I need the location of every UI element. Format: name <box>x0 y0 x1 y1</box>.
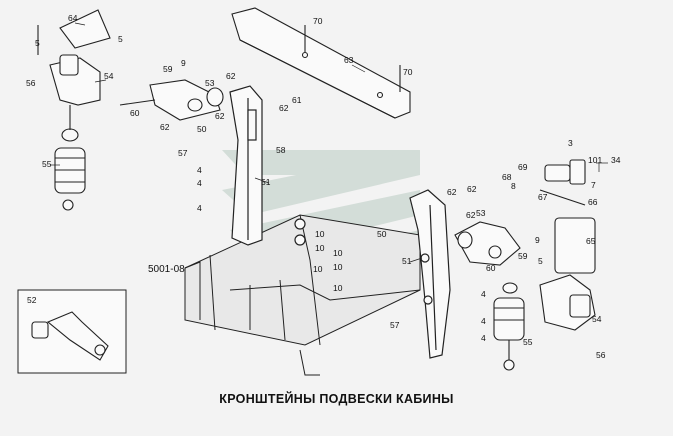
callout-labels: 64 5 5 56 54 55 59 9 53 62 60 62 61 62 5… <box>26 13 621 360</box>
inset-label: 52 <box>27 295 37 305</box>
callout-label: 60 <box>486 263 496 273</box>
cab-frame <box>184 214 421 376</box>
callout-label: 3 <box>568 138 573 148</box>
right-pillar <box>409 189 451 359</box>
diagram-caption: КРОНШТЕЙНЫ ПОДВЕСКИ КАБИНЫ <box>219 392 454 406</box>
callout-label: 57 <box>178 148 188 158</box>
callout-label: 4 <box>481 316 486 326</box>
callout-label: 69 <box>518 162 528 172</box>
callout-label: 10 <box>315 229 325 239</box>
left-upper-bracket <box>37 9 111 106</box>
right-arm-bracket <box>454 221 521 266</box>
callout-label: 65 <box>586 236 596 246</box>
callout-label: 58 <box>276 145 286 155</box>
left-pillar <box>229 85 306 246</box>
callout-label: 9 <box>181 58 186 68</box>
callout-label: 54 <box>592 314 602 324</box>
callout-label: 62 <box>226 71 236 81</box>
callout-label: 9 <box>535 235 540 245</box>
callout-label: 62 <box>160 122 170 132</box>
callout-label: 59 <box>518 251 528 261</box>
inset-detail-52: 52 <box>17 289 127 374</box>
callout-label: 34 <box>611 155 621 165</box>
callout-label: 66 <box>588 197 598 207</box>
callout-label: 50 <box>197 124 207 134</box>
leader-lines <box>50 22 608 263</box>
callout-label: 55 <box>523 337 533 347</box>
callout-label: 10 <box>313 264 323 274</box>
callout-label: 4 <box>481 289 486 299</box>
right-latch-assembly <box>539 159 596 274</box>
callout-label: 56 <box>596 350 606 360</box>
callout-label: 53 <box>476 208 486 218</box>
right-shock-absorber <box>493 282 525 371</box>
callout-label: 10 <box>333 262 343 272</box>
right-lower-bracket <box>539 274 596 331</box>
callout-label: 55 <box>42 159 52 169</box>
callout-label: 70 <box>313 16 323 26</box>
callout-label: 7 <box>591 180 596 190</box>
callout-label: 56 <box>26 78 36 88</box>
callout-label: 67 <box>538 192 548 202</box>
callout-label: 64 <box>68 13 78 23</box>
left-shock-absorber <box>54 105 86 211</box>
callout-label: 4 <box>197 203 202 213</box>
callout-label: 5 <box>118 34 123 44</box>
left-arm-bracket <box>119 79 224 121</box>
callout-label: 10 <box>333 248 343 258</box>
callout-label: 5 <box>35 38 40 48</box>
callout-label: 62 <box>215 111 225 121</box>
callout-label: 59 <box>163 64 173 74</box>
callout-label: 5 <box>538 256 543 266</box>
callout-label: 4 <box>197 165 202 175</box>
callout-label: 51 <box>402 256 412 266</box>
callout-label: 62 <box>467 184 477 194</box>
callout-label: 8 <box>511 181 516 191</box>
callout-label: 70 <box>403 67 413 77</box>
callout-label: 53 <box>205 78 215 88</box>
crossbar-63 <box>231 7 411 119</box>
callout-label: 62 <box>447 187 457 197</box>
callout-label: 54 <box>104 71 114 81</box>
callout-label: 50 <box>377 229 387 239</box>
callout-label: 10 <box>315 243 325 253</box>
callout-label: 62 <box>279 103 289 113</box>
callout-label: 10 <box>333 283 343 293</box>
callout-label: 68 <box>502 172 512 182</box>
callout-label: 60 <box>130 108 140 118</box>
diagram-code: 5001-08 <box>148 264 185 275</box>
callout-label: 61 <box>292 95 302 105</box>
callout-label: 4 <box>197 178 202 188</box>
callout-label: 62 <box>466 210 476 220</box>
callout-label: 101 <box>588 155 602 165</box>
callout-label: 63 <box>344 55 354 65</box>
callout-label: 57 <box>390 320 400 330</box>
callout-label: 4 <box>481 333 486 343</box>
